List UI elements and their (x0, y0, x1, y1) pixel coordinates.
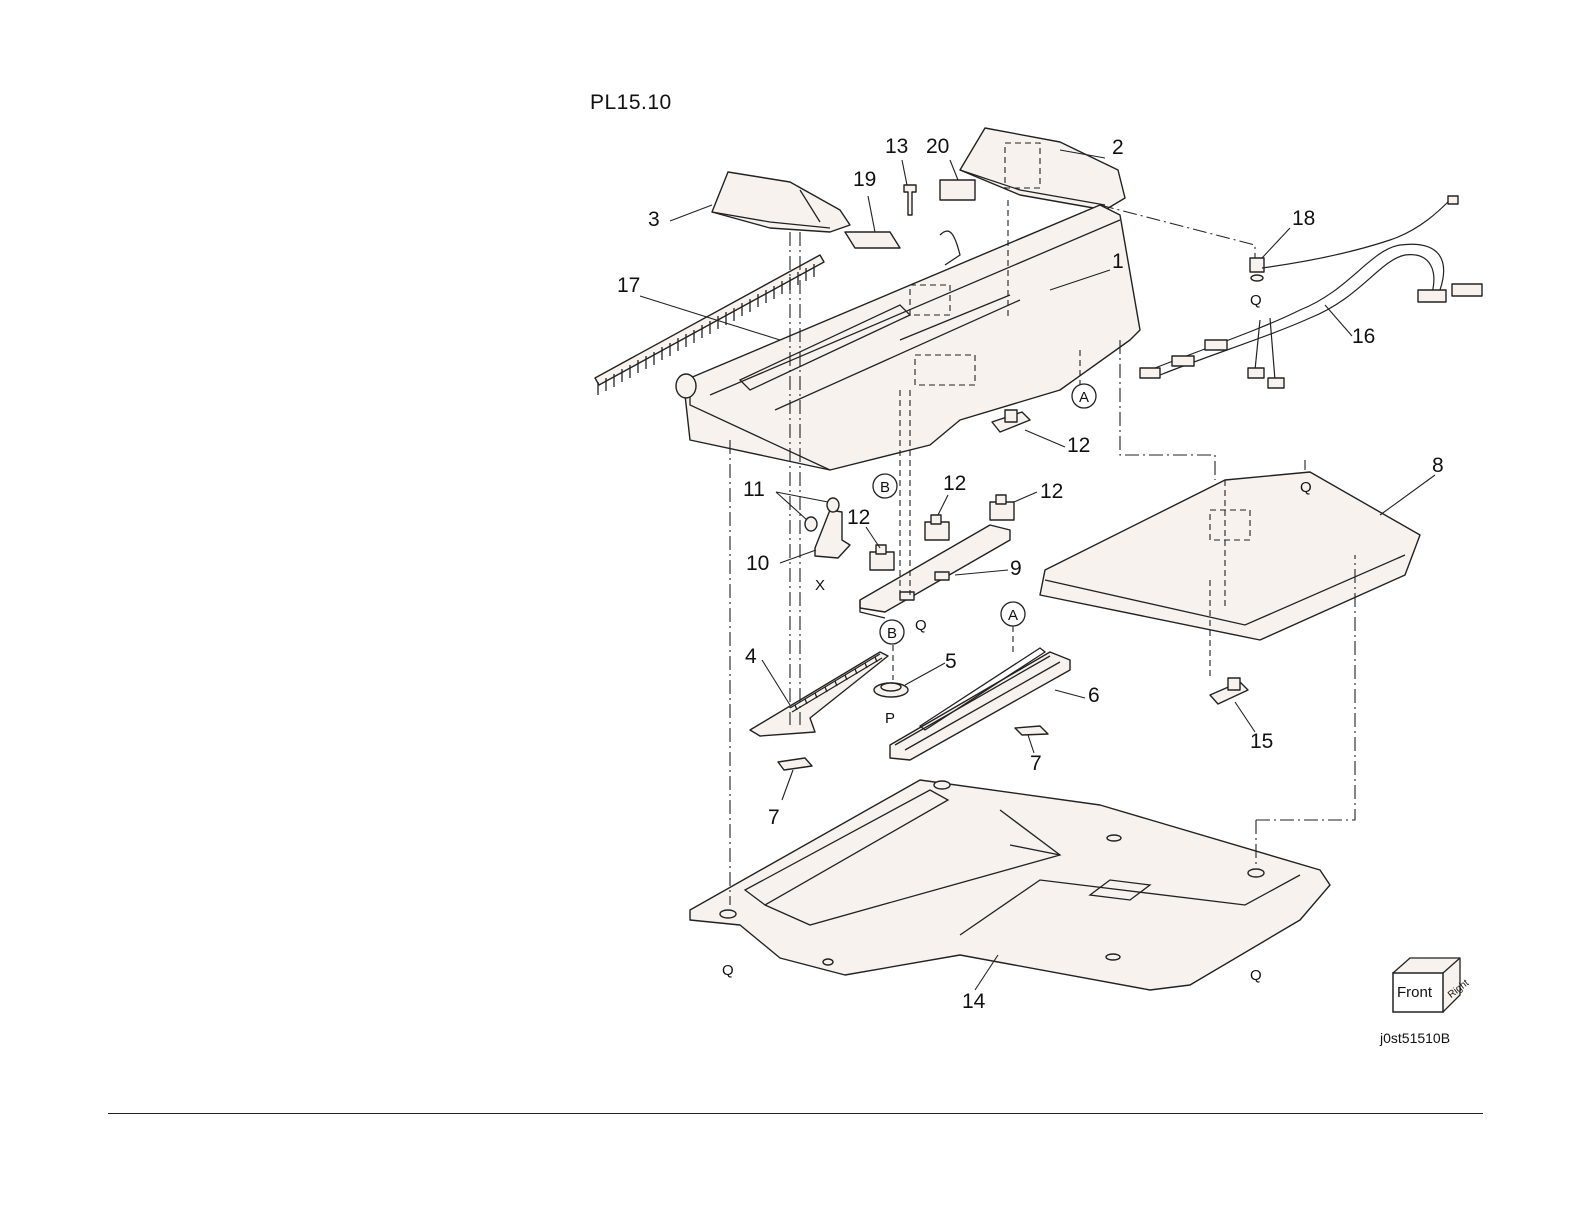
part-12-sensor-d (990, 495, 1014, 520)
part-18-clamp (1250, 258, 1264, 281)
callout-9: 9 (1010, 557, 1022, 580)
callout-17: 17 (617, 274, 640, 297)
ref-A-lower-label: A (1008, 607, 1018, 624)
callout-14: 14 (962, 990, 986, 1013)
callout-6: 6 (1088, 684, 1100, 707)
callout-16: 16 (1352, 325, 1375, 348)
ref-Q-14-right: Q (1250, 967, 1262, 984)
leader-11b (776, 492, 828, 502)
leader-12c (938, 495, 948, 515)
leader-13 (902, 160, 907, 185)
part-1-upper-tray (676, 205, 1140, 470)
ref-A-upper-label: A (1079, 389, 1089, 406)
callout-4: 4 (745, 645, 757, 668)
callout-12a: 12 (1067, 434, 1090, 457)
leader-8 (1380, 475, 1435, 515)
part-10-bracket (815, 510, 850, 558)
callout-13: 13 (885, 135, 908, 158)
callout-3: 3 (648, 208, 660, 231)
callout-7b: 7 (1030, 752, 1042, 775)
callout-18: 18 (1292, 207, 1315, 230)
document-code: j0st51510B (1380, 1030, 1450, 1046)
leader-3 (670, 205, 712, 221)
part-12-sensor-b (870, 545, 894, 570)
part-14-base-tray (690, 780, 1330, 990)
ref-Q-9: Q (915, 617, 927, 634)
callout-20: 20 (926, 135, 949, 158)
ref-Q-8: Q (1300, 479, 1312, 496)
ref-P: P (885, 710, 895, 727)
part-12-sensor-c (925, 515, 949, 540)
ref-Q-18: Q (1250, 292, 1262, 309)
leader-15 (1235, 702, 1255, 732)
callout-12b: 12 (847, 506, 870, 529)
callout-7a: 7 (768, 806, 780, 829)
ref-B-lower-label: B (887, 625, 897, 642)
leader-11a (776, 492, 807, 520)
leader-16 (1325, 305, 1352, 336)
leader-12d (1014, 492, 1037, 502)
callout-15: 15 (1250, 730, 1273, 753)
part-12-sensor-a (992, 410, 1030, 432)
callout-19: 19 (853, 168, 876, 191)
callout-12c: 12 (943, 472, 966, 495)
callout-2: 2 (1112, 136, 1124, 159)
ref-X: X (815, 577, 825, 594)
footer-rule (108, 1113, 1483, 1114)
part-7-pad-right (1015, 726, 1048, 735)
callout-10: 10 (746, 552, 769, 575)
leader-12a (1025, 430, 1065, 447)
part-4-rack (750, 652, 888, 736)
part-3-cover-left (712, 172, 850, 232)
part-19-label (845, 232, 900, 248)
part-2-cover-right (960, 128, 1125, 210)
leader-20 (950, 160, 958, 180)
leader-7a (782, 770, 793, 800)
ref-Q-14-left: Q (722, 962, 734, 979)
part-5-gear (874, 683, 908, 697)
callout-12d: 12 (1040, 480, 1063, 503)
leader-12b (866, 527, 880, 548)
part-6-guide-rail (890, 648, 1070, 760)
callout-5: 5 (945, 650, 957, 673)
leader-9 (955, 570, 1008, 575)
part-20-label (940, 180, 975, 200)
orientation-cube: Front Right (1393, 958, 1471, 1012)
callout-1: 1 (1112, 250, 1124, 273)
leader-5 (905, 663, 945, 685)
part-15-actuator (1210, 678, 1248, 704)
leader-10 (780, 550, 816, 563)
callout-8: 8 (1432, 454, 1444, 477)
leader-7b (1028, 735, 1034, 753)
part-8-right-tray (1040, 472, 1420, 640)
leader-19 (868, 196, 875, 232)
leader-4 (762, 660, 790, 705)
part-13-pin (904, 185, 916, 215)
orientation-front: Front (1397, 984, 1433, 1001)
part-7-pad-left (778, 758, 812, 770)
callout-11: 11 (743, 478, 765, 501)
leader-6 (1055, 690, 1085, 698)
leader-18 (1262, 228, 1290, 258)
ref-B-upper-label: B (880, 479, 890, 496)
